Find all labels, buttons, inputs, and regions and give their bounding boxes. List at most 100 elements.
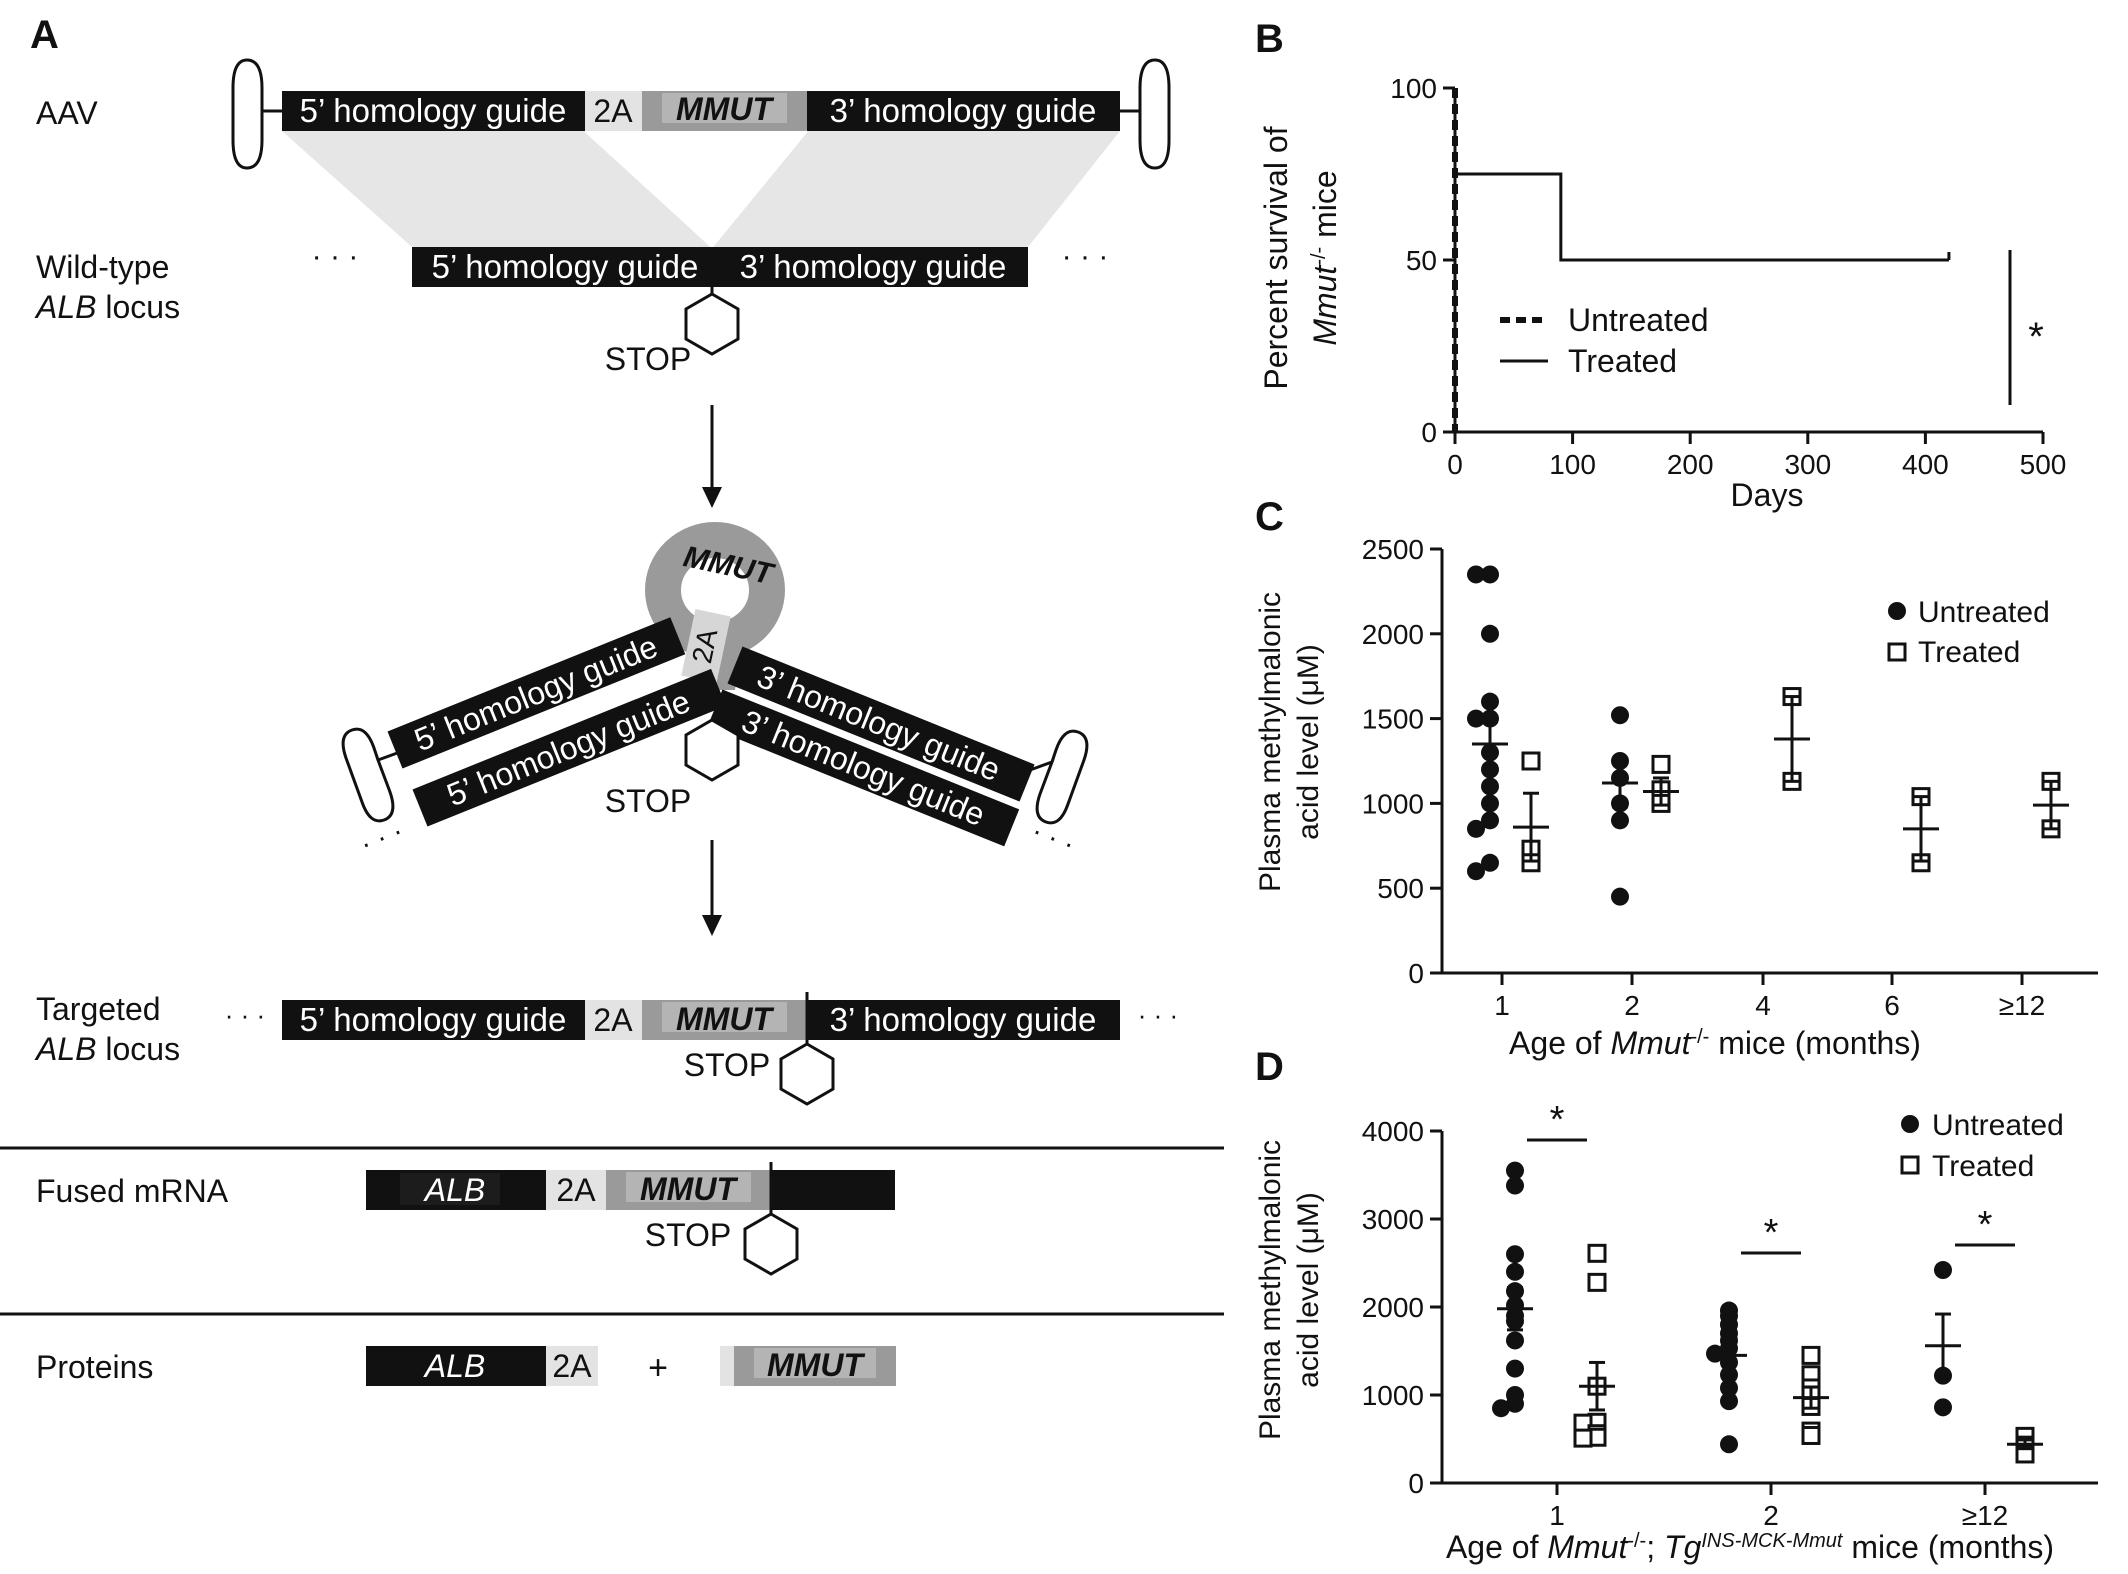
row-label-proteins: Proteins xyxy=(36,1349,153,1385)
panel-c-ylabel-line2: acid level (μM) xyxy=(1292,644,1325,840)
aav-mmut-label: MMUT xyxy=(676,91,774,127)
panel-b-ylabel-line1: Percent survival of xyxy=(1258,126,1294,389)
b-y-tick-label: 100 xyxy=(1390,73,1437,104)
c-y-tick-label: 2500 xyxy=(1362,534,1424,565)
c-x-tick-label: 4 xyxy=(1755,990,1771,1021)
c-y-tick-label: 1500 xyxy=(1362,704,1424,735)
arrow-2-head-icon xyxy=(702,915,722,936)
panel-a-letter: A xyxy=(30,13,59,57)
c-point-untreated xyxy=(1467,709,1485,728)
wt-stop-hexagon-icon xyxy=(684,292,740,356)
d-point-untreated xyxy=(1506,1161,1524,1180)
c-point-treated xyxy=(1521,751,1541,771)
row-label-aav: AAV xyxy=(36,95,98,131)
d-point-untreated xyxy=(1720,1365,1738,1384)
wt-dots-right: · · · xyxy=(1062,240,1109,273)
targeted-h3-label: 3’ homology guide xyxy=(830,1001,1097,1038)
fused-alb-label: ALB xyxy=(423,1172,485,1208)
targeted-h5-label: 5’ homology guide xyxy=(300,1001,567,1038)
b-x-tick-label: 500 xyxy=(2020,449,2067,480)
d-point-untreated xyxy=(1720,1392,1738,1411)
intermediate-stop-label: STOP xyxy=(605,783,692,819)
c-point-untreated xyxy=(1481,624,1499,643)
panel-d: D Plasma methylmalonic acid level (μM) 0… xyxy=(1254,1045,2098,1565)
protein-mmut-label: MMUT xyxy=(767,1347,865,1383)
homology-funnel-right xyxy=(712,131,1120,247)
b-significance-star: * xyxy=(2028,315,2044,359)
wt-alb-italic: ALB xyxy=(34,289,96,325)
d-point-treated xyxy=(1573,1428,1593,1448)
b-y-tick-label: 50 xyxy=(1406,245,1437,276)
d-xlabel-ital: Mmut xyxy=(1547,1529,1628,1565)
d-significance-star: * xyxy=(1978,1204,1993,1246)
row-label-wt-line1: Wild-type xyxy=(36,249,169,285)
fused-2a-block xyxy=(546,1170,606,1210)
d-significance-star: * xyxy=(1550,1099,1565,1141)
itr-intermediate-left-icon xyxy=(341,727,401,823)
c-point-untreated xyxy=(1611,706,1629,725)
aav-2a-label: 2A xyxy=(593,93,633,129)
c-point-untreated xyxy=(1481,692,1499,711)
c-y-tick-label: 1000 xyxy=(1362,788,1424,819)
protein-2a-block xyxy=(546,1346,598,1386)
intermediate-stop-hexagon-icon xyxy=(684,718,740,782)
panel-d-ylabel-line1: Plasma methylmalonic xyxy=(1254,1140,1287,1440)
targeted-dots-right: · · · xyxy=(1138,1000,1178,1030)
wt-stop-label: STOP xyxy=(605,341,692,377)
recombination-intermediate: 2A MMUT 5’ homology guide 3’ homology gu… xyxy=(341,522,1089,860)
c-x-tick-label: 6 xyxy=(1884,990,1900,1021)
d-point-untreated xyxy=(1506,1394,1524,1413)
c-xlabel-sup: -/- xyxy=(1690,1026,1709,1048)
d-point-untreated xyxy=(1506,1359,1524,1378)
d-point-untreated xyxy=(1706,1344,1724,1363)
c-x-tick-label: 2 xyxy=(1624,990,1640,1021)
c-legend-treated: Treated xyxy=(1918,636,2020,669)
wt-h3-label: 3’ homology guide xyxy=(740,248,1007,285)
aav-h5-block xyxy=(282,91,585,131)
targeted-mmut-block-inner xyxy=(662,1002,787,1032)
b-ylabel-post: mice xyxy=(1307,170,1343,246)
d-xlabel-sup1: -/- xyxy=(1627,1530,1646,1552)
intermediate-dots-left: · · · xyxy=(355,815,407,860)
d-legend-circle-icon xyxy=(1901,1115,1919,1133)
wt-locus-text: locus xyxy=(96,289,180,325)
aav-construct: 5’ homology guide 2A MMUT 3’ homology gu… xyxy=(231,58,1171,170)
d-point-untreated xyxy=(1506,1176,1524,1195)
fused-tail-block xyxy=(771,1170,895,1210)
c-point-untreated xyxy=(1611,811,1629,830)
d-x-tick-label: ≥12 xyxy=(1962,1500,2009,1531)
fused-stop-label: STOP xyxy=(645,1217,732,1253)
c-x-tick-label: 1 xyxy=(1494,990,1510,1021)
d-significance-star: * xyxy=(1764,1212,1779,1254)
d-y-tick-label: 3000 xyxy=(1362,1204,1424,1235)
d-y-tick-label: 4000 xyxy=(1362,1116,1424,1147)
panel-c-scatter-points xyxy=(1467,565,2069,906)
c-xlabel-pre: Age of xyxy=(1509,1025,1610,1061)
arm-lower-left-block xyxy=(412,668,727,827)
row-label-targeted-line1: Targeted xyxy=(36,991,161,1027)
b-legend-treated: Treated xyxy=(1568,343,1677,379)
c-point-untreated xyxy=(1481,811,1499,830)
c-legend-square-icon xyxy=(1887,642,1907,662)
d-x-tick-label: 2 xyxy=(1763,1500,1779,1531)
itr-right-icon xyxy=(1120,58,1171,170)
b-curve-treated xyxy=(1453,88,1949,262)
targeted-h5-block xyxy=(282,1000,585,1040)
b-x-tick-label: 400 xyxy=(1902,449,1949,480)
itr-left-icon xyxy=(231,58,282,170)
protein-mmut-block-inner xyxy=(754,1348,876,1378)
b-x-tick-label: 0 xyxy=(1447,449,1463,480)
targeted-h3-block xyxy=(807,1000,1120,1040)
d-point-treated xyxy=(1587,1243,1607,1263)
c-point-untreated xyxy=(1467,819,1485,838)
c-y-tick-label: 500 xyxy=(1377,873,1424,904)
targeted-mmut-label: MMUT xyxy=(676,1001,774,1037)
c-point-untreated xyxy=(1481,853,1499,872)
targeted-stop-label: STOP xyxy=(684,1047,771,1083)
wt-locus-block xyxy=(412,247,1028,287)
targeted-locus-text: locus xyxy=(96,1031,180,1067)
protein-plus: + xyxy=(648,1349,668,1387)
c-point-untreated xyxy=(1467,565,1485,584)
